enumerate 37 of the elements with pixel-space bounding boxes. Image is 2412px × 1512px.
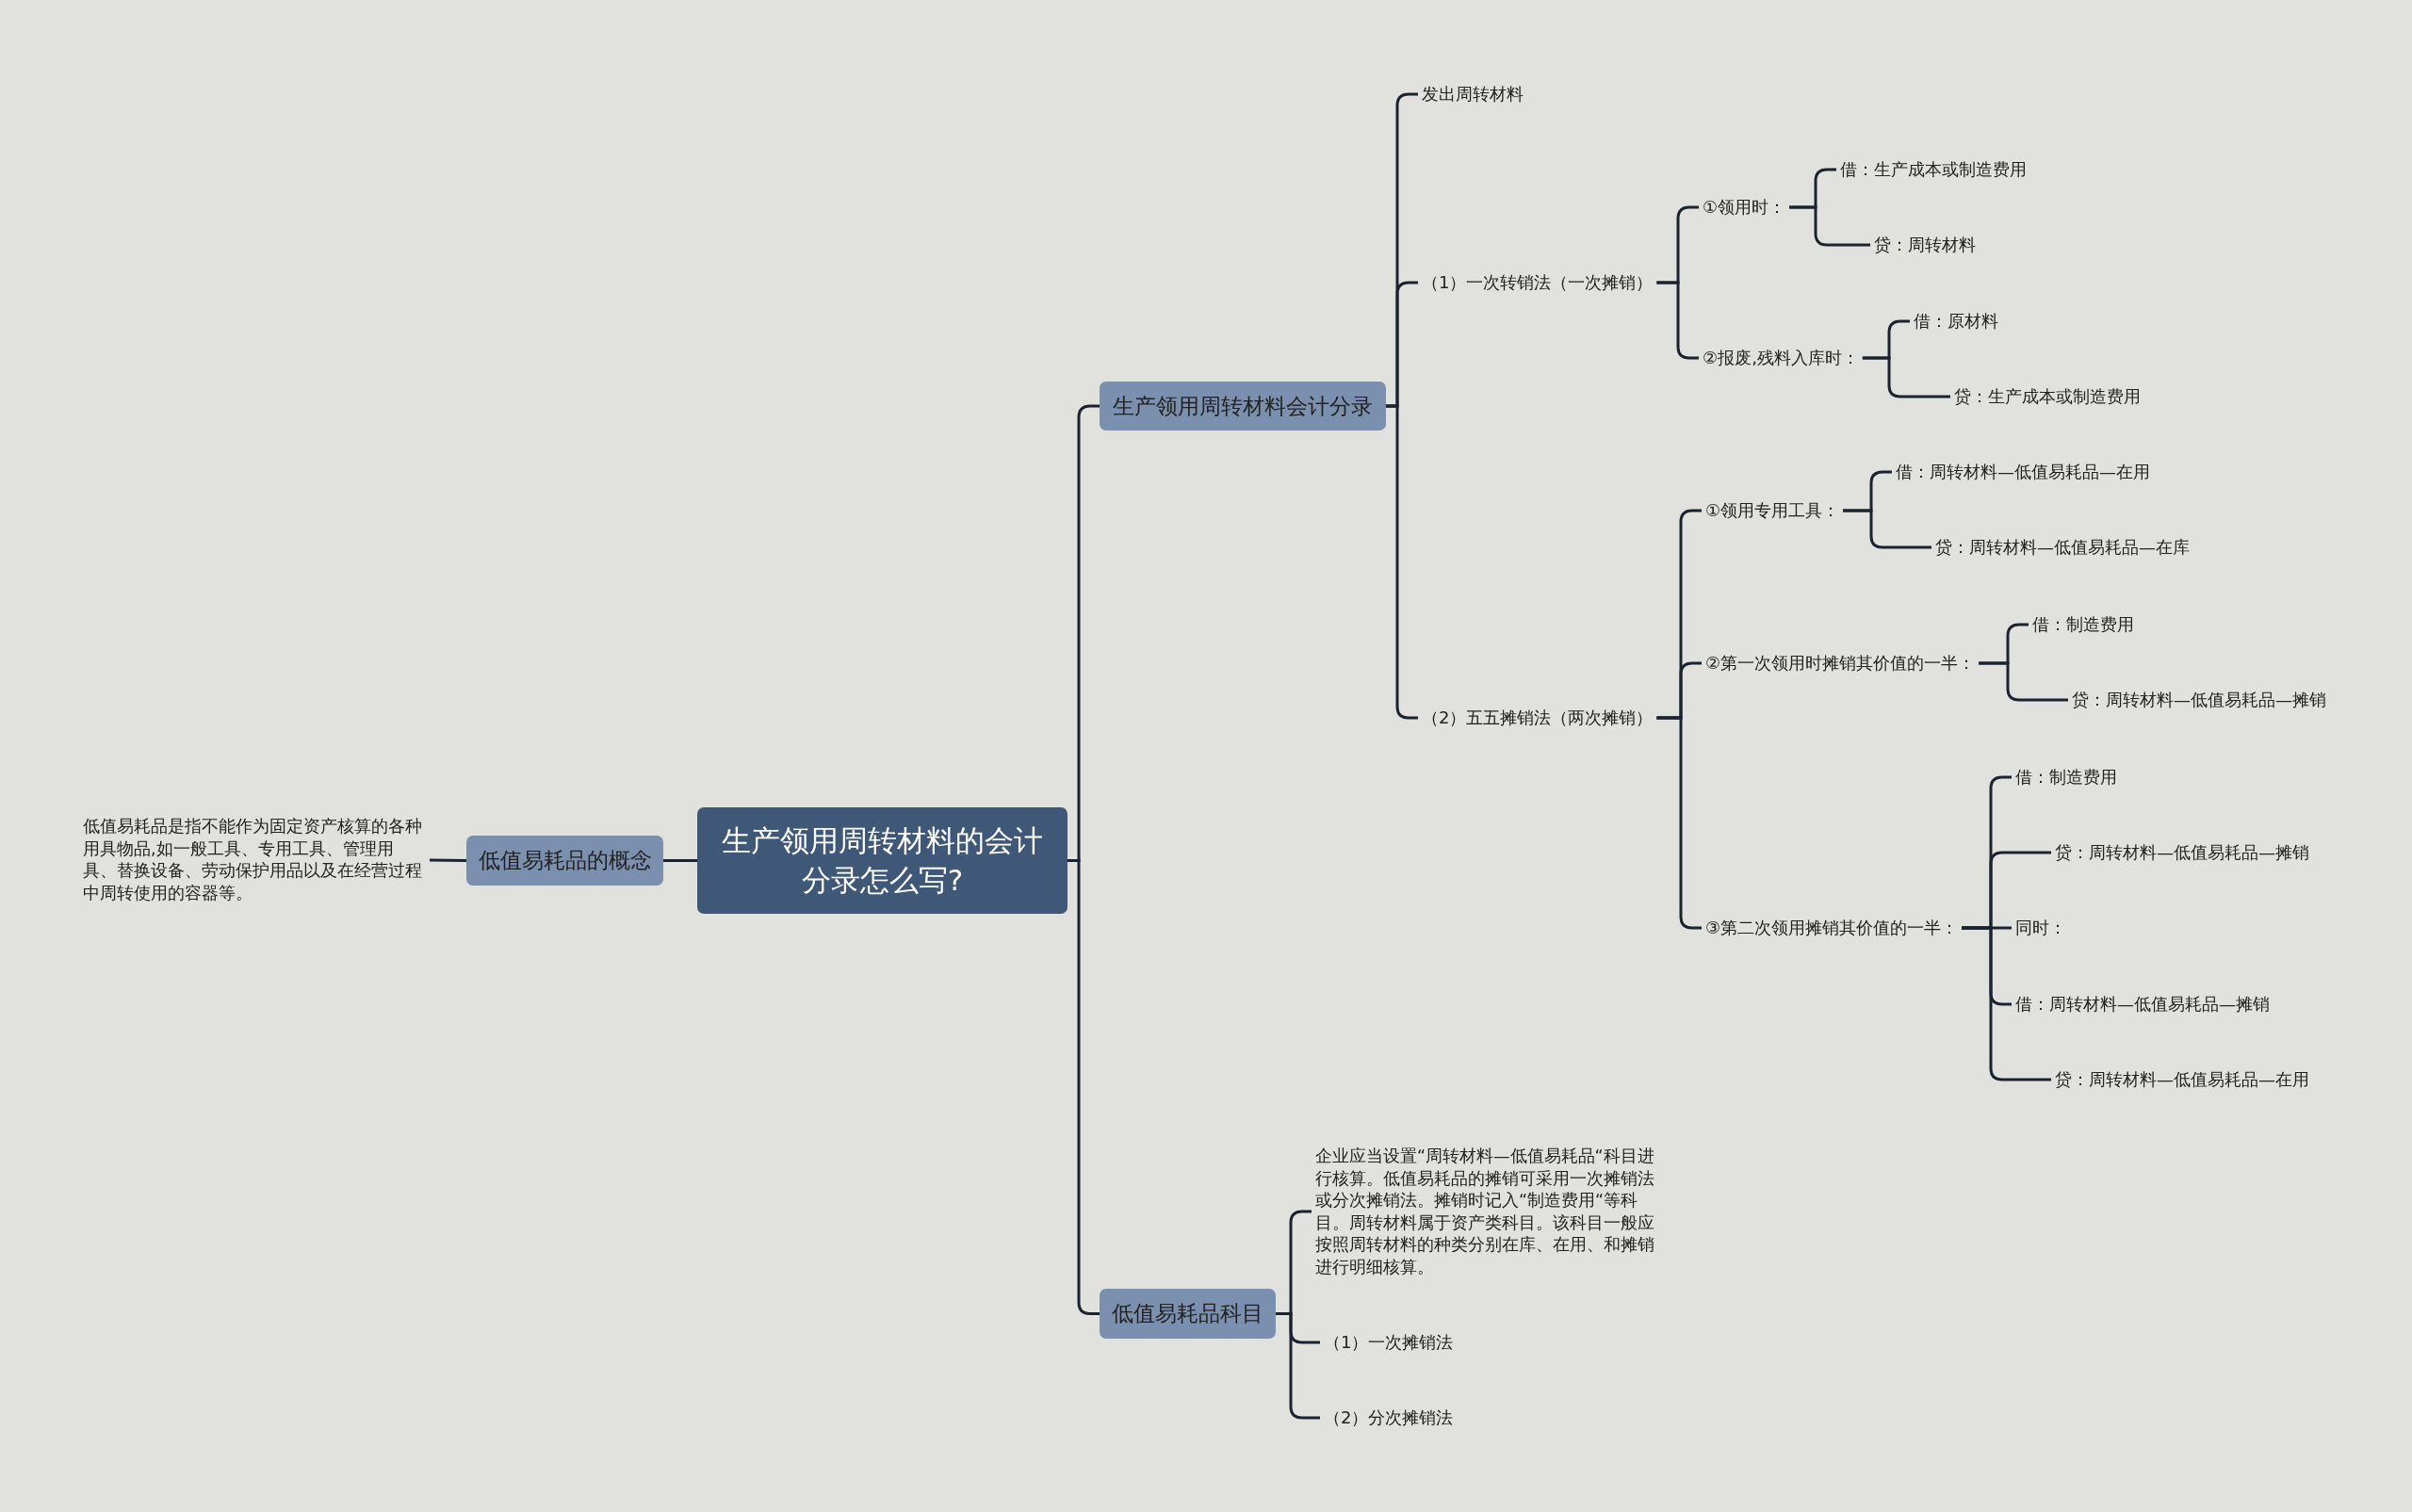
topic-label: 贷：周转材料—低值易耗品—摊销 <box>2068 687 2330 713</box>
topic-label: 贷：周转材料 <box>1870 232 1980 258</box>
topic-box: 低值易耗品科目 <box>1100 1289 1276 1339</box>
topic-label: 发出周转材料 <box>1418 81 1527 107</box>
topic-label: （1）一次转销法（一次摊销） <box>1418 269 1657 296</box>
topic-label: ②第一次领用时摊销其价值的一半： <box>1702 650 1980 676</box>
connector-line <box>1979 661 2068 702</box>
topic-label: 贷：周转材料—低值易耗品—在用 <box>2051 1066 2313 1093</box>
topic-label: 借：生产成本或制造费用 <box>1836 156 2030 183</box>
connector-line <box>1843 509 1931 549</box>
topic-label: 借：制造费用 <box>2012 764 2121 790</box>
topic-label: 贷：周转材料—低值易耗品—摊销 <box>2051 839 2313 866</box>
topic-label: ②报废,残料入库时： <box>1699 345 1863 371</box>
topic-label: ①领用专用工具： <box>1702 497 1844 524</box>
topic-label: ③第二次领用摊销其价值的一半： <box>1702 915 1963 941</box>
central-topic-box: 生产领用周转材料的会计分录怎么写? <box>697 807 1067 914</box>
topic-label: 同时： <box>2012 915 2070 941</box>
topic-label: （2）五五摊销法（两次摊销） <box>1418 705 1657 731</box>
connector-line <box>1789 205 1870 247</box>
topic-label: （2）分次摊销法 <box>1320 1405 1458 1431</box>
topic-label: 借：制造费用 <box>2029 611 2138 638</box>
connector-line <box>1962 926 2051 1081</box>
topic-box: 低值易耗品的概念 <box>466 836 663 886</box>
connector-line <box>1862 356 1950 398</box>
topic-label: 借：原材料 <box>1910 308 2002 334</box>
topic-text: 低值易耗品是指不能作为固定资产核算的各种用具物品,如一般工具、专用工具、管理用具、替换设备、劳动保护用品以及在经营过程中周转使用的容器等。 <box>79 816 430 904</box>
topic-label: 借：周转材料—低值易耗品—在用 <box>1892 459 2154 485</box>
connector-line <box>429 858 467 862</box>
topic-box: 生产领用周转材料会计分录 <box>1100 382 1386 431</box>
topic-label: 贷：生产成本或制造费用 <box>1950 383 2144 410</box>
topic-label: （1）一次摊销法 <box>1320 1329 1458 1356</box>
topic-label: 借：周转材料—低值易耗品—摊销 <box>2012 991 2273 1017</box>
topic-label: ①领用时： <box>1699 194 1790 220</box>
connector-line <box>663 859 697 862</box>
connector-line <box>1067 859 1100 1315</box>
topic-label: 贷：周转材料—低值易耗品—在库 <box>1931 534 2193 561</box>
topic-text: 企业应当设置“周转材料—低值易耗品“科目进行核算。低值易耗品的摊销可采用一次摊销法或分次摊销法。摊销时记入“制造费用“等科目。周转材料属于资产类科目。该科目一般应按照周转材料的种类分别在库、在用、和摊销进行明细核算。 <box>1312 1145 1664 1278</box>
